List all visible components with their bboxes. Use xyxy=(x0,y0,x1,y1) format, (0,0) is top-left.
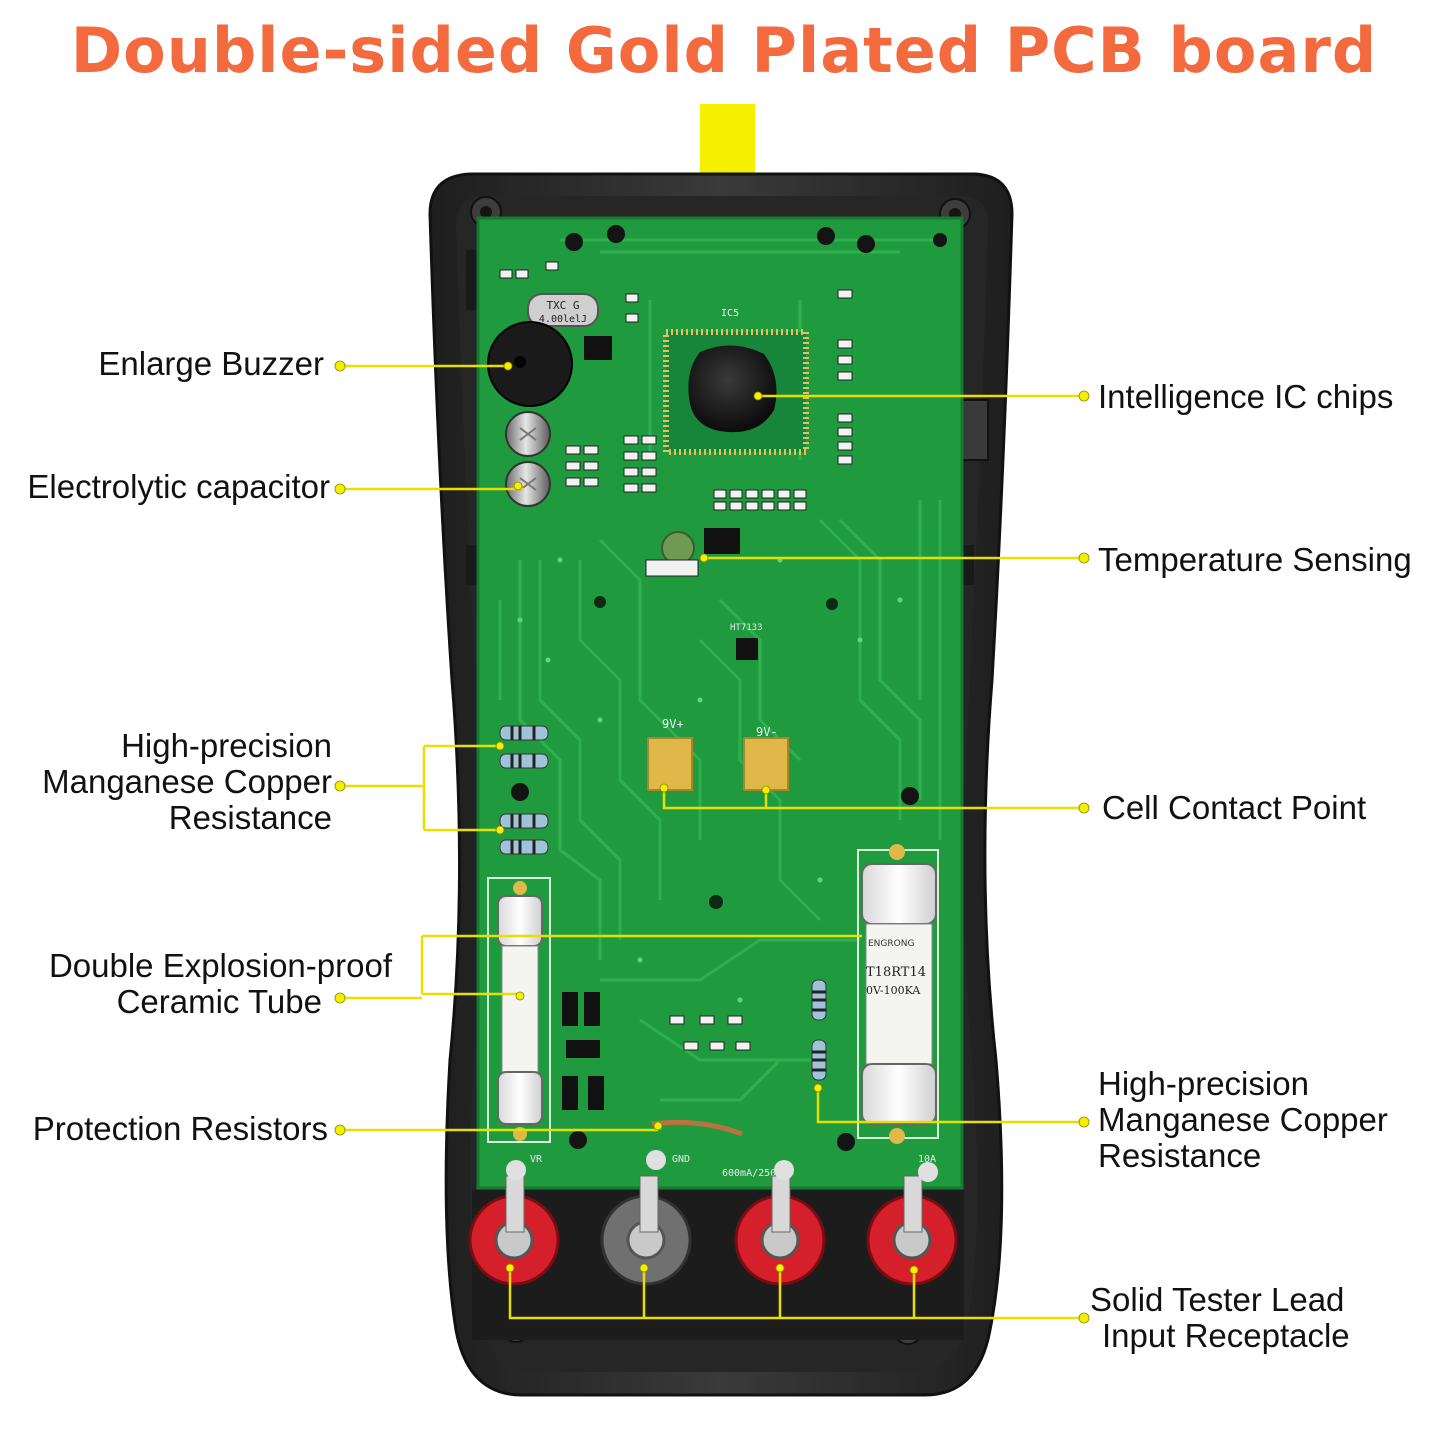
callout-temperature-line: Temperature Sensing xyxy=(1098,541,1412,578)
pad-minus-label: 9V- xyxy=(756,725,778,739)
callout-protection-resistors-line: Protection Resistors xyxy=(32,1110,328,1147)
callout-manganese-left: High-precision Manganese Copper Resistan… xyxy=(42,728,332,836)
callout-manganese-left-line2: Manganese Copper xyxy=(42,763,332,800)
callout-ic-chips-line: Intelligence IC chips xyxy=(1098,378,1394,415)
crystal-label: TXC G xyxy=(546,299,579,312)
callout-manganese-right: High-precision Manganese Copper Resistan… xyxy=(1098,1066,1388,1174)
callout-cell-contact-line: Cell Contact Point xyxy=(1102,789,1367,826)
callout-receptacle-line1: Solid Tester Lead xyxy=(1090,1281,1345,1318)
callout-cell-contact: Cell Contact Point xyxy=(1102,790,1366,826)
callout-protection-resistors: Protection Resistors xyxy=(33,1111,328,1147)
jack-vr xyxy=(468,1160,560,1286)
fuse-model: T18RT14 xyxy=(866,965,926,980)
protection-diodes xyxy=(562,992,604,1110)
ceramic-fuse-left xyxy=(487,877,551,1143)
ceramic-fuse-right: ENGRONG T18RT14 0V-100KA xyxy=(857,844,939,1144)
callout-receptacle-line2: Input Receptacle xyxy=(1102,1317,1350,1354)
callout-temperature: Temperature Sensing xyxy=(1098,542,1412,578)
jack-gnd xyxy=(600,1150,692,1286)
callout-buzzer-line: Enlarge Buzzer xyxy=(98,345,324,382)
leader-ceramic-bracket xyxy=(420,934,862,996)
callout-manganese-right-line1: High-precision xyxy=(1098,1065,1309,1102)
jack-ma xyxy=(734,1160,826,1286)
input-jacks xyxy=(468,1150,964,1340)
pad-plus-label: 9V+ xyxy=(662,717,684,731)
cell-contact-pads: 9V+ 9V- xyxy=(647,717,789,791)
callout-ceramic-tube-line1: Double Explosion-proof xyxy=(48,947,392,984)
fuse-rating: 0V-100KA xyxy=(866,984,921,997)
jack-rating-label: 600mA/250V xyxy=(722,1168,782,1179)
ic-chip: IC5 xyxy=(663,308,809,455)
callout-receptacle: Solid Tester Lead Input Receptacle xyxy=(1090,1282,1350,1354)
buzzer-component xyxy=(487,321,612,407)
leader-manganese-left-bracket xyxy=(422,744,500,832)
pcb-board: TXC G 4.00lelJ xyxy=(476,216,964,1190)
leader-manganese-right xyxy=(816,1088,1082,1124)
jack-gnd-label: GND xyxy=(672,1154,690,1165)
manganese-resistors-right xyxy=(811,979,827,1081)
jack-vr-label: VR xyxy=(530,1154,543,1165)
leader-receptacle xyxy=(508,1268,1082,1320)
crystal-oscillator: TXC G 4.00lelJ xyxy=(527,293,599,327)
callout-ceramic-tube: Double Explosion-proof Ceramic Tube xyxy=(49,948,392,1020)
callout-ceramic-tube-line2: Ceramic Tube xyxy=(116,983,322,1020)
callout-manganese-right-line2: Manganese Copper xyxy=(1098,1101,1388,1138)
regulator-label: HT7133 xyxy=(730,623,763,633)
manganese-resistors-left xyxy=(499,725,549,855)
fuse-brand: ENGRONG xyxy=(868,939,914,949)
regulator-chip: HT7133 xyxy=(730,623,763,660)
callout-manganese-left-line3: Resistance xyxy=(168,799,332,836)
callout-ic-chips: Intelligence IC chips xyxy=(1098,379,1393,415)
callout-manganese-left-line1: High-precision xyxy=(121,727,332,764)
crystal-frequency: 4.00lelJ xyxy=(539,314,587,325)
ic-label: IC5 xyxy=(721,308,739,319)
callout-manganese-right-line3: Resistance xyxy=(1098,1137,1262,1174)
page-title: Double-sided Gold Plated PCB board xyxy=(70,14,1378,87)
protection-resistor-wire xyxy=(651,1119,743,1137)
callout-capacitor: Electrolytic capacitor xyxy=(27,469,330,505)
leader-dots xyxy=(334,360,1090,1324)
callout-buzzer: Enlarge Buzzer xyxy=(98,346,324,382)
leader-lines xyxy=(340,364,1082,1320)
temperature-sensor xyxy=(645,528,740,577)
jack-10a-label: 10A xyxy=(918,1154,936,1165)
jack-10a xyxy=(866,1162,958,1286)
callout-capacitor-line: Electrolytic capacitor xyxy=(27,468,330,505)
